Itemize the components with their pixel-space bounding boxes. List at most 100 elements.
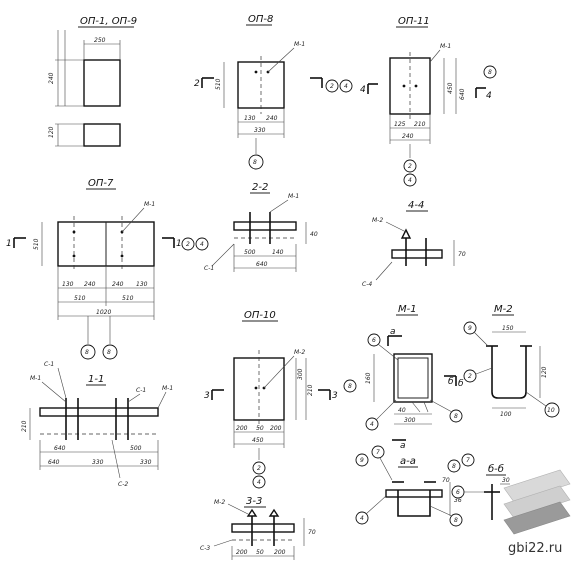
bubble-8: 8	[454, 517, 458, 524]
section-b-b: б-б 30 8 7 6	[447, 453, 510, 520]
callout-c1: С-1	[136, 387, 146, 394]
view-op11: ОП-11 М-1 4 4 8 450 640 125 210 240 2 4	[360, 16, 497, 187]
pos-bubble	[248, 154, 264, 170]
callout-c1: С-1	[44, 361, 54, 368]
title-section-2-2: 2-2	[252, 182, 268, 193]
leader-line	[111, 439, 121, 479]
dim-label: 210	[414, 121, 426, 128]
pos-bubble	[343, 379, 357, 393]
leader-line	[41, 381, 67, 403]
dim-label: 500	[244, 249, 256, 256]
bolt-head	[400, 228, 412, 239]
view-op1-op9: ОП-1, ОП-9 250 240 120	[48, 16, 137, 147]
pos-bubble	[102, 344, 118, 360]
bubble-6: 6	[372, 337, 376, 344]
dim-label: 120	[48, 126, 55, 138]
dim-label: 150	[502, 325, 514, 332]
callout-c3: С-3	[200, 545, 210, 552]
pos-bubble	[355, 511, 369, 525]
title-op11: ОП-11	[398, 16, 430, 27]
dim-label: 640	[48, 459, 60, 466]
pos-bubble	[463, 321, 477, 335]
dim-label: 510	[215, 78, 222, 90]
pos-bubble	[355, 453, 369, 467]
dim-label: 36	[454, 497, 462, 504]
leader-line	[121, 207, 145, 233]
title-op7: ОП-7	[88, 178, 114, 189]
pos-bubble	[365, 417, 379, 431]
steel-plate	[233, 221, 297, 231]
leader-line	[365, 495, 387, 515]
pos-bubble	[195, 237, 209, 251]
bubble-8: 8	[253, 159, 257, 166]
leader-line	[263, 355, 295, 389]
dim-label: 160	[365, 372, 372, 384]
bubble-8: 8	[85, 349, 89, 356]
dim-label: 450	[447, 82, 454, 94]
dim-label: 200	[236, 425, 248, 432]
steel-plate	[231, 523, 295, 533]
dim-label: 330	[140, 459, 152, 466]
bubble-9: 9	[360, 457, 364, 464]
view-op7: ОП-7 М-1 1 1 2 4 510 130 240 240 130 510	[6, 178, 209, 360]
anchor-hole	[72, 254, 76, 258]
pos-bubble	[339, 79, 353, 93]
title-op1-op9: ОП-1, ОП-9	[80, 16, 137, 27]
leader-line	[213, 539, 233, 547]
pos-bubble	[367, 333, 381, 347]
u-bolt	[491, 346, 527, 399]
dim-label: 50	[256, 549, 264, 556]
anchor-hole	[414, 84, 418, 88]
dim-label: 300	[404, 417, 416, 424]
dim-label: 40	[398, 407, 406, 414]
section-4-4: 4-4 М-2 С-4 70	[362, 200, 466, 288]
leader-line	[429, 49, 441, 63]
dim-label: 70	[458, 251, 466, 258]
leader-line	[269, 199, 289, 213]
pos-bubble	[544, 402, 560, 418]
dim-label: 70	[442, 477, 450, 484]
section-3-3: 3-3 М-2 С-3 70 200 50 200	[200, 496, 316, 560]
leader-line	[429, 505, 453, 517]
bolt-head	[268, 508, 280, 517]
bubble-2: 2	[330, 83, 334, 90]
callout-m1: М-1	[162, 385, 173, 392]
leader-line	[423, 401, 429, 413]
section-mark-a: а	[390, 327, 396, 337]
dim-label: 1020	[96, 309, 111, 316]
leader-line	[411, 401, 421, 413]
bubble-4: 4	[257, 479, 261, 486]
callout-c4: С-4	[362, 281, 372, 288]
callout-m1: М-1	[30, 375, 41, 382]
dim-label: 240	[266, 115, 278, 122]
plate-op9	[83, 123, 121, 147]
dim-label: 640	[256, 261, 268, 268]
dim-label: 200	[270, 425, 282, 432]
bubble-4: 4	[344, 83, 348, 90]
dim-label: 130	[136, 281, 148, 288]
leader-line	[429, 399, 453, 413]
bubble-8: 8	[348, 383, 352, 390]
bubble-2: 2	[468, 373, 472, 380]
section-mark-4: 4	[360, 85, 366, 95]
dim-label: 130	[244, 115, 256, 122]
plate-m1	[393, 353, 433, 403]
pos-bubble	[181, 237, 195, 251]
callout-c1: С-1	[204, 265, 214, 272]
bubble-10: 10	[547, 407, 555, 414]
title-section-a-a: а-а	[400, 456, 416, 467]
dim-label: 210	[21, 420, 28, 432]
callout-m2: М-2	[294, 349, 305, 356]
pos-bubble	[80, 344, 96, 360]
dim-label: 640	[54, 445, 66, 452]
pos-bubble	[447, 459, 461, 473]
anchor-hole	[254, 386, 258, 390]
leader-line	[377, 343, 399, 361]
callout-c2: С-2	[118, 481, 128, 488]
callout-m1: М-1	[440, 43, 451, 50]
steel-plate	[385, 489, 443, 498]
bubble-2: 2	[408, 163, 412, 170]
section-mark-3: 3	[332, 391, 338, 401]
